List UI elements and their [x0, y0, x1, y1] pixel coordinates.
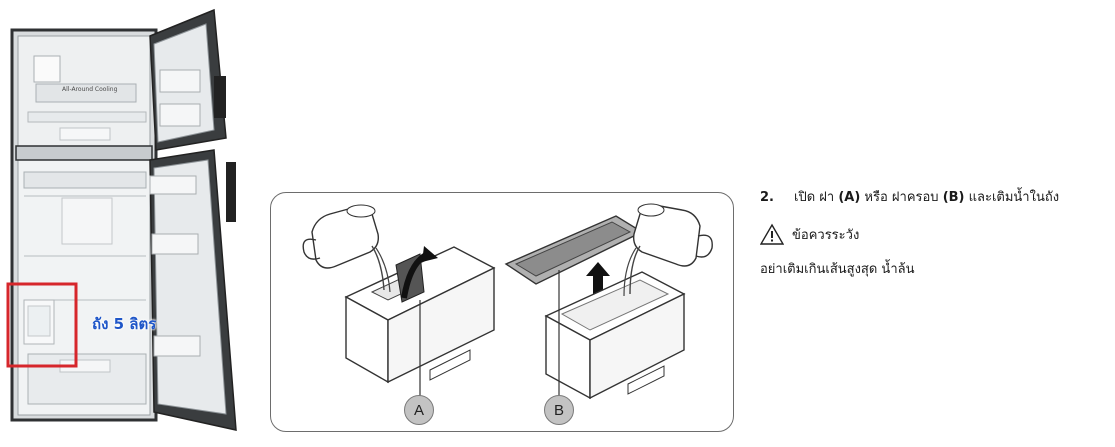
step-number: 2. — [760, 190, 774, 205]
tank-callout-label: ถัง 5 ลิตร — [92, 315, 157, 333]
caution-title: ข้อควรระวัง — [792, 227, 860, 243]
warning-text: อย่าเติมเกินเส้นสูงสุด น้ำล้น — [760, 262, 915, 277]
step-2: 2. เปิด ฝา (A) หรือ ฝาครอบ (B) และเติมน้ำ… — [760, 188, 1112, 208]
tank-figure-panel — [270, 192, 734, 432]
instructions: 2. เปิด ฝา (A) หรือ ฝาครอบ (B) และเติมน้ำ… — [760, 188, 1112, 279]
fridge-illustration: All-Around Cooling ถัง 5 ลิตร — [0, 0, 250, 443]
step-text-a: (A) — [838, 190, 861, 205]
fridge-drawing — [6, 8, 237, 431]
label-b-badge: B — [544, 395, 574, 425]
callout-box — [6, 282, 78, 368]
step-text-1: เปิด ฝา — [794, 190, 839, 205]
step-text-b: (B) — [942, 190, 965, 205]
caution-heading: ข้อควรระวัง — [760, 222, 1112, 246]
step-text-3: และเติมน้ำในถัง — [964, 190, 1060, 205]
label-a-badge: A — [404, 395, 434, 425]
fridge-inner-label: All-Around Cooling — [62, 86, 118, 93]
warning-triangle-icon — [760, 223, 784, 245]
step-text-2: หรือ ฝาครอบ — [860, 190, 943, 205]
